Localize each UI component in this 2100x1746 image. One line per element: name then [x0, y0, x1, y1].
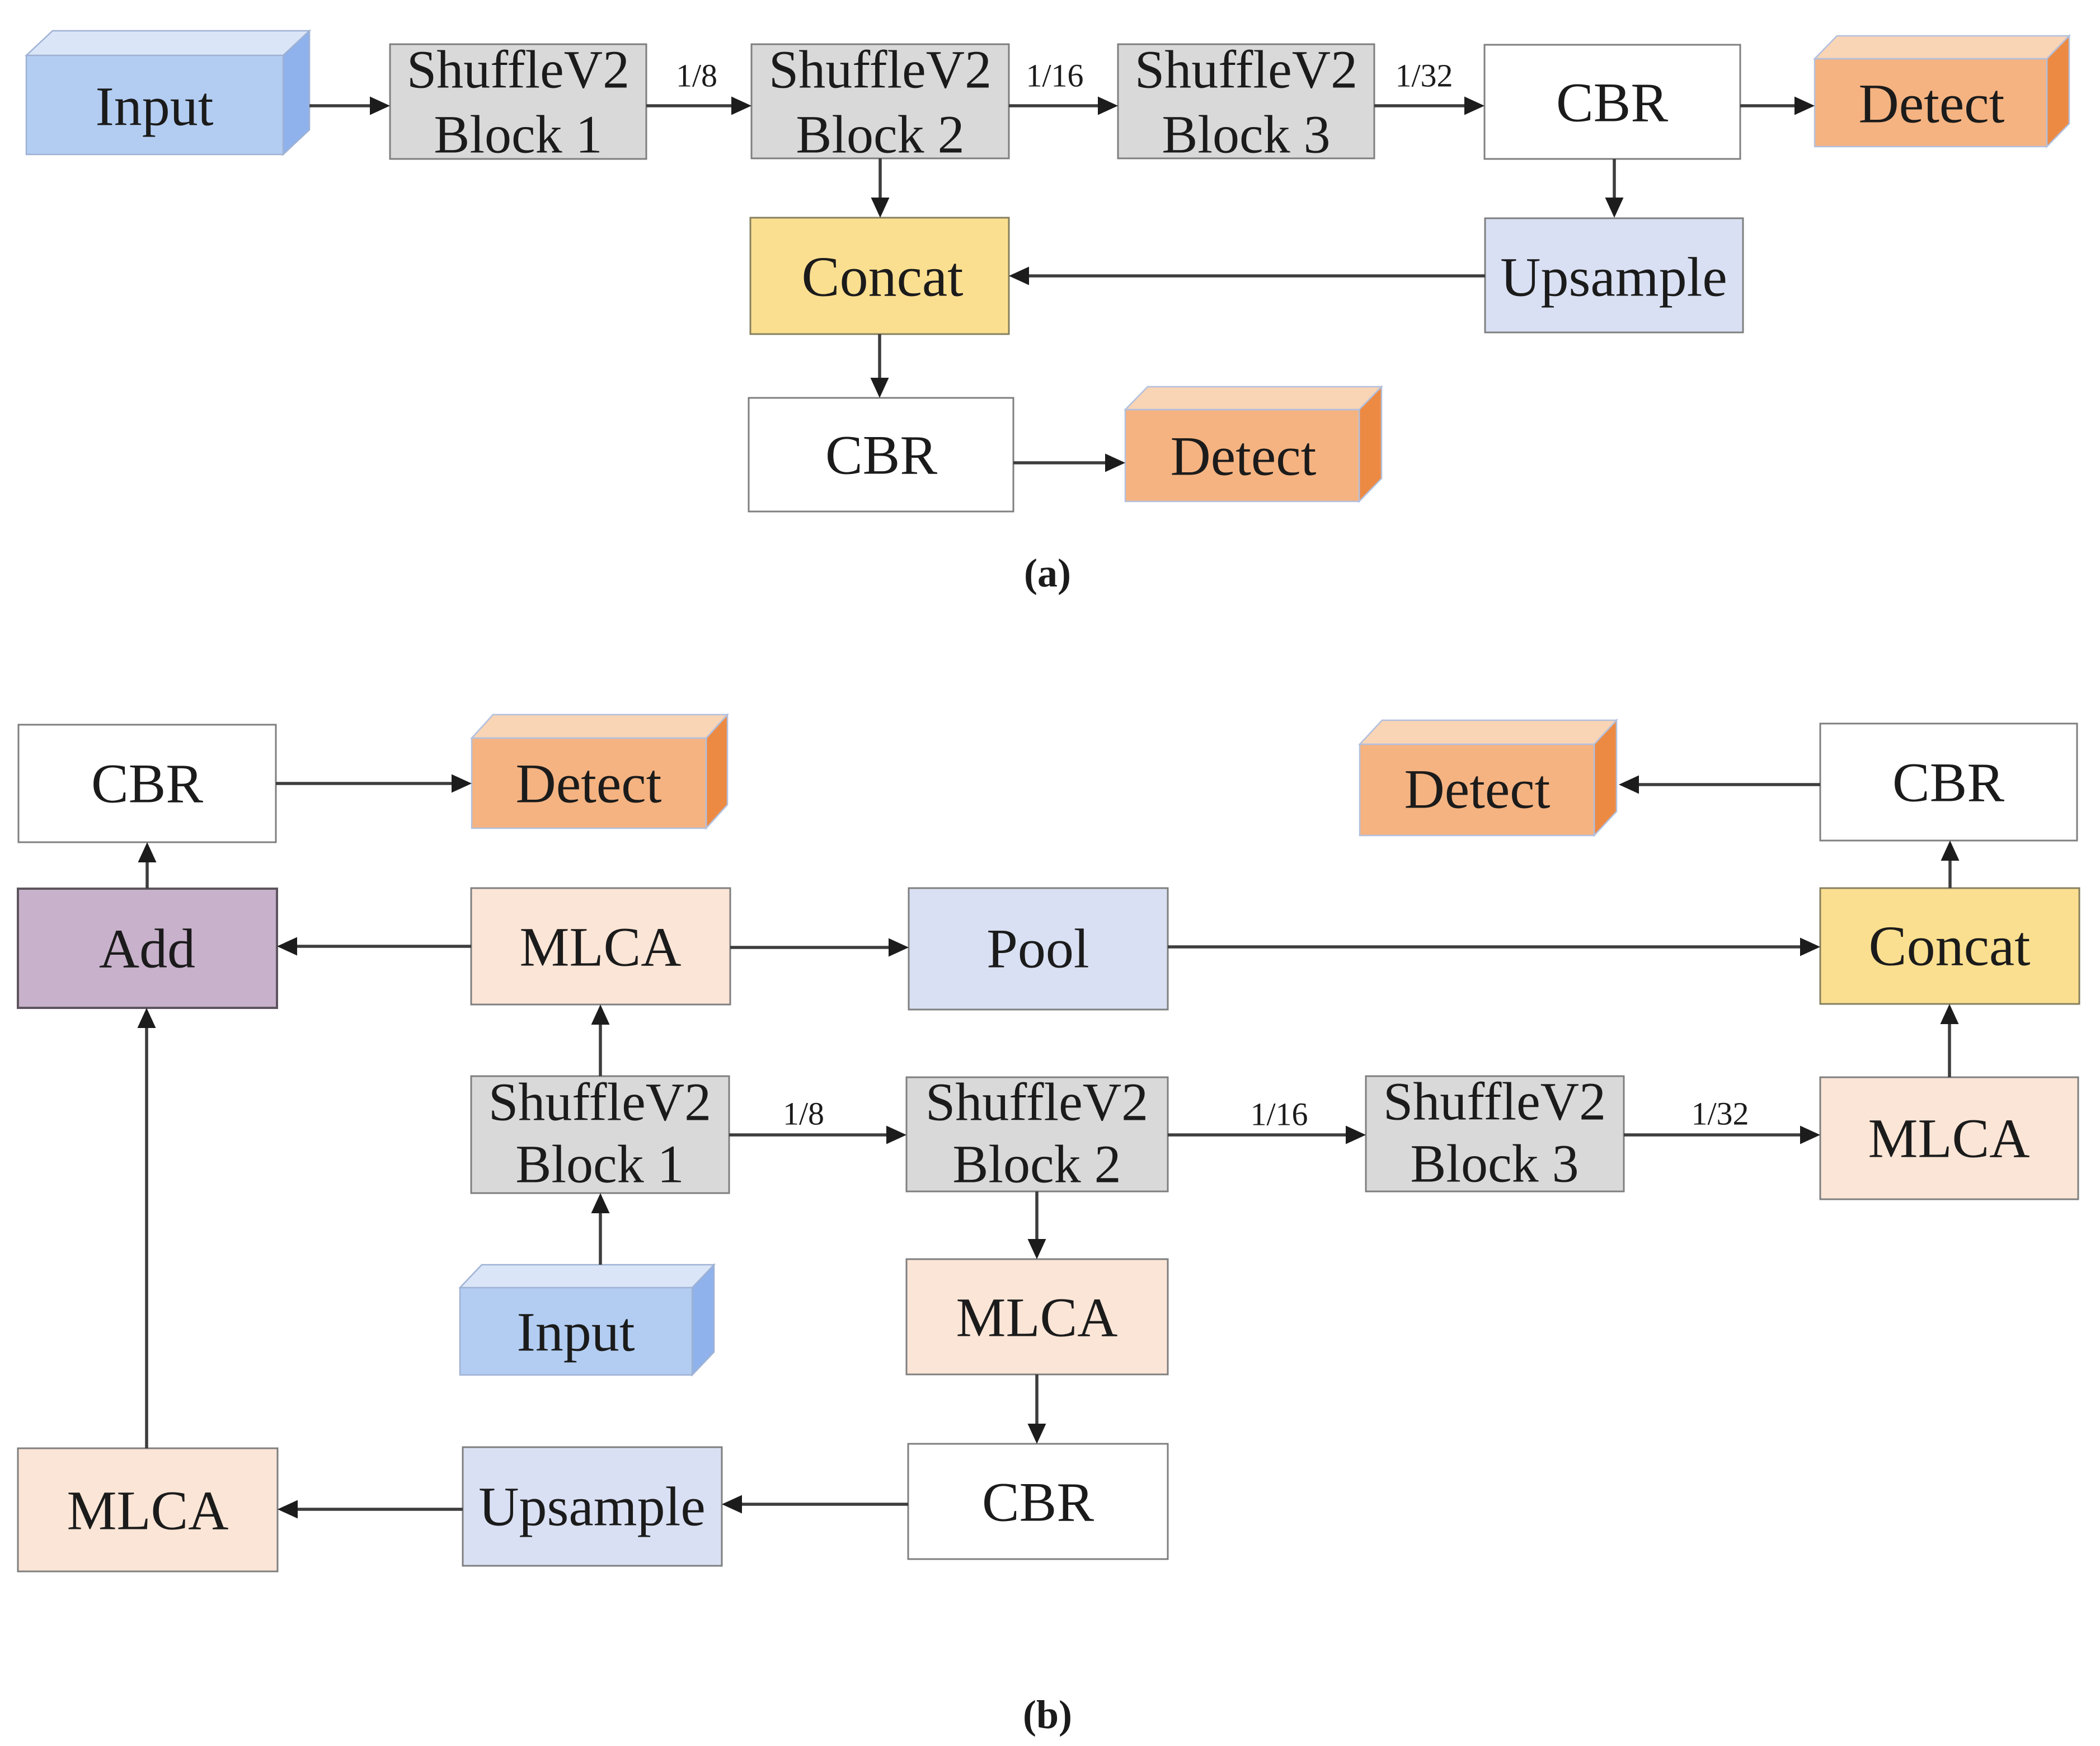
- svg-text:ShuffleV2: ShuffleV2: [488, 1072, 711, 1132]
- svg-text:Block 3: Block 3: [1162, 105, 1330, 165]
- svg-text:ShuffleV2: ShuffleV2: [407, 40, 629, 100]
- svg-text:CBR: CBR: [825, 424, 937, 486]
- svg-text:MLCA: MLCA: [67, 1480, 229, 1542]
- svg-text:MLCA: MLCA: [520, 916, 682, 978]
- svg-text:Concat: Concat: [1869, 915, 2031, 978]
- svg-text:1/16: 1/16: [1250, 1096, 1308, 1133]
- svg-text:Input: Input: [95, 76, 213, 138]
- svg-text:MLCA: MLCA: [1868, 1107, 2030, 1170]
- svg-text:ShuffleV2: ShuffleV2: [1135, 40, 1357, 100]
- svg-text:1/32: 1/32: [1395, 58, 1453, 94]
- svg-text:Upsample: Upsample: [478, 1476, 705, 1538]
- svg-text:MLCA: MLCA: [956, 1287, 1118, 1349]
- svg-text:Pool: Pool: [986, 918, 1089, 980]
- svg-text:Add: Add: [99, 918, 195, 980]
- svg-text:CBR: CBR: [1556, 72, 1668, 134]
- svg-text:Block 2: Block 2: [952, 1134, 1121, 1194]
- svg-text:CBR: CBR: [1892, 752, 2004, 814]
- svg-text:Upsample: Upsample: [1500, 246, 1727, 308]
- svg-text:Detect: Detect: [1859, 73, 2005, 135]
- svg-text:Input: Input: [516, 1301, 635, 1363]
- svg-text:ShuffleV2: ShuffleV2: [1383, 1072, 1606, 1132]
- svg-text:CBR: CBR: [982, 1471, 1094, 1533]
- svg-text:1/8: 1/8: [783, 1096, 824, 1132]
- svg-text:1/32: 1/32: [1691, 1096, 1749, 1132]
- svg-text:Block 1: Block 1: [515, 1134, 684, 1194]
- svg-text:Concat: Concat: [802, 246, 964, 309]
- svg-text:Detect: Detect: [516, 753, 662, 815]
- svg-text:(a): (a): [1024, 551, 1071, 595]
- svg-text:Block 1: Block 1: [434, 105, 602, 165]
- svg-text:Detect: Detect: [1171, 425, 1317, 487]
- svg-text:Block 2: Block 2: [796, 105, 964, 165]
- svg-text:1/8: 1/8: [676, 58, 717, 94]
- svg-text:ShuffleV2: ShuffleV2: [769, 40, 992, 100]
- svg-text:Block 3: Block 3: [1410, 1134, 1578, 1194]
- svg-text:Detect: Detect: [1404, 758, 1551, 820]
- svg-text:1/16: 1/16: [1026, 58, 1083, 94]
- svg-text:ShuffleV2: ShuffleV2: [925, 1072, 1148, 1132]
- svg-text:(b): (b): [1023, 1692, 1072, 1737]
- svg-text:CBR: CBR: [91, 753, 203, 815]
